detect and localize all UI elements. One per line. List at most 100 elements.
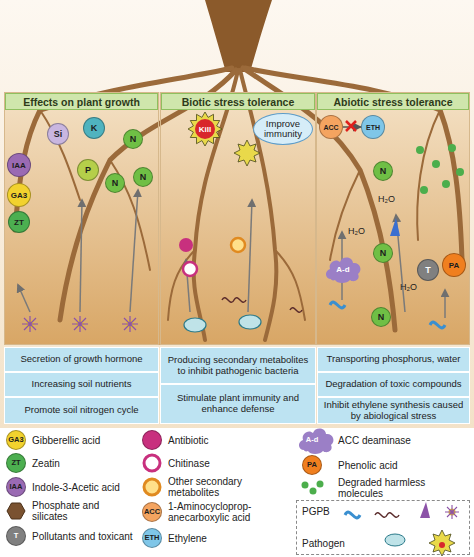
legend-label: Indole-3-Acetic acid xyxy=(32,482,120,493)
pgpb-sample xyxy=(420,502,430,518)
legend-entry: Ethylene xyxy=(168,525,292,551)
molecule-node: Si xyxy=(47,123,69,145)
swatch-abbreviation-text: ETH xyxy=(145,533,160,542)
molecule-label: N xyxy=(380,166,387,176)
swatch-abbreviation: A-d xyxy=(297,434,327,446)
root xyxy=(417,110,440,240)
molecule-node: N xyxy=(371,307,391,327)
harmless-molecule xyxy=(456,168,464,176)
molecule-label: K xyxy=(91,123,98,133)
swatch-abbreviation: GA3 xyxy=(1,434,31,446)
antibiotic-molecule xyxy=(179,238,193,252)
legend-entry: Degraded harmless molecules xyxy=(338,475,470,501)
connector xyxy=(343,126,361,128)
panel-header: Biotic stress tolerance xyxy=(161,93,315,110)
molecule-label: N xyxy=(380,248,387,258)
function-label: Increasing soil nutrients xyxy=(32,379,132,390)
molecule-node: N xyxy=(105,173,125,193)
function-box: Secretion of growth hormone xyxy=(4,347,159,372)
legend-label: Gibberellic acid xyxy=(32,435,100,446)
molecule-node: Kill xyxy=(187,111,223,147)
legend-label: Phosphate and silicates xyxy=(32,500,136,522)
pgpb-sample xyxy=(385,534,405,546)
molecule-label: N xyxy=(112,178,119,188)
molecule-node: Improve immunity xyxy=(253,113,313,145)
pgpb-cell xyxy=(122,316,138,332)
swatch-abbreviation: ACC xyxy=(137,506,167,518)
pathogen-sample xyxy=(439,542,445,548)
molecule-label: A-d xyxy=(336,265,349,274)
swatch-abbreviation-text: A-d xyxy=(306,435,319,444)
root xyxy=(240,70,276,340)
legend-entry: Antibiotic xyxy=(168,427,292,453)
uptake-arrow xyxy=(444,290,446,318)
molecule-label: Kill xyxy=(199,125,211,134)
molecule-node: PA xyxy=(442,253,466,277)
uptake-arrow xyxy=(248,200,252,312)
swatch-abbreviation-text: T xyxy=(14,531,19,540)
root xyxy=(330,170,360,260)
harmless-sample xyxy=(302,482,309,489)
water-label-text: H₂O xyxy=(348,226,365,236)
legend-label: Degraded harmless molecules xyxy=(338,477,470,499)
harmless-molecules xyxy=(416,144,464,194)
molecule-label: ACC xyxy=(323,124,338,131)
legend-entry: 1-Aminocycloprop-anecarboxylic acid xyxy=(168,499,292,525)
molecule-label: PA xyxy=(449,261,460,270)
tree-trunk xyxy=(205,0,272,72)
swatch-abbreviation: ETH xyxy=(137,532,167,544)
legend-entry: Gibberellic acid xyxy=(32,427,136,453)
panel-title: Abiotic stress tolerance xyxy=(333,96,452,108)
legend-label: Ethylene xyxy=(168,533,207,544)
molecule-label: N xyxy=(378,312,385,322)
pgpb-cell xyxy=(22,316,38,332)
function-label: Transporting phosphorus, water xyxy=(327,354,461,365)
water-label-text: H₂O xyxy=(378,194,395,204)
molecule-node: ACC xyxy=(319,115,343,139)
legend-entry: Phosphate and silicates xyxy=(32,498,136,524)
function-label: Inhibit ethylene synthesis caused by abi… xyxy=(322,400,465,422)
legend-group-label: PGPB xyxy=(302,506,330,517)
uptake-arrow xyxy=(18,285,30,312)
root xyxy=(40,110,80,200)
metabolite-sample xyxy=(144,479,160,495)
legend-label: ACC deaminase xyxy=(338,435,411,446)
pgpb-sample xyxy=(445,505,459,519)
legend-label: 1-Aminocycloprop-anecarboxylic acid xyxy=(168,501,292,523)
swatch-abbreviation: T xyxy=(1,530,31,542)
function-label: Secretion of growth hormone xyxy=(21,354,143,365)
molecule-label: N xyxy=(140,172,147,182)
function-box: Degradation of toxic compounds xyxy=(317,372,470,397)
harmless-molecule xyxy=(420,186,428,194)
pgpb-cell xyxy=(184,318,206,332)
legend-label: Pollutants and toxicant xyxy=(32,531,133,542)
swatch-abbreviation-text: GA3 xyxy=(8,435,23,444)
panel-header: Effects on plant growth xyxy=(5,93,158,110)
pgpb-cell xyxy=(430,322,445,328)
molecule-node: N xyxy=(133,167,153,187)
legend-group-box: PGPBPathogen xyxy=(296,500,470,555)
harmless-molecule xyxy=(416,146,424,154)
sky-background xyxy=(0,0,474,430)
molecule-node: K xyxy=(83,117,105,139)
water-label: H₂O xyxy=(378,194,395,204)
harmless-molecule xyxy=(442,180,450,188)
molecule-node: N xyxy=(373,243,393,263)
function-box: Transporting phosphorus, water xyxy=(317,347,470,372)
legend-entry: ACC deaminase xyxy=(338,427,470,453)
legend-label: Phenolic acid xyxy=(338,460,397,471)
harmless-molecule xyxy=(432,160,440,168)
molecule-label: Si xyxy=(54,129,63,139)
panel-title: Effects on plant growth xyxy=(23,96,140,108)
legend-entry: Chitinase xyxy=(168,450,292,476)
molecule-label: T xyxy=(425,265,431,275)
panel: Effects on plant growthIAAGA3ZTSiKNPNN xyxy=(4,92,159,345)
swatch-abbreviation-text: ZT xyxy=(11,458,20,467)
panel-title: Biotic stress tolerance xyxy=(182,96,295,108)
harmless-sample xyxy=(317,481,324,488)
molecule-label: P xyxy=(85,165,91,175)
legend-entry: Indole-3-Acetic acid xyxy=(32,474,136,500)
